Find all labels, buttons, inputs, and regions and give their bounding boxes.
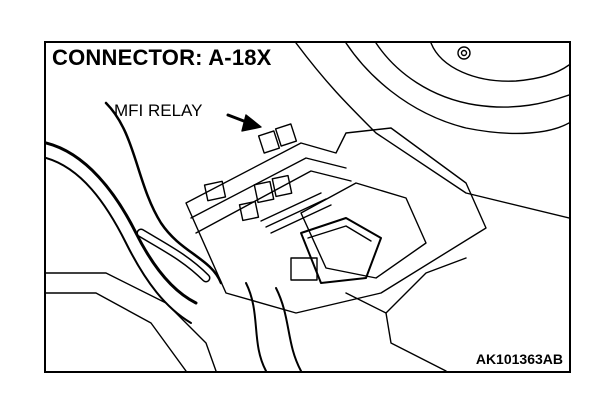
bracket-b	[385, 312, 447, 371]
wire-harness	[46, 141, 198, 305]
engine-bay-illustration	[46, 43, 569, 371]
relay-3	[271, 174, 293, 198]
diagram-frame: CONNECTOR: A-18X MFI RELAY AK101363AB	[44, 41, 571, 373]
relay-4	[238, 200, 260, 222]
callout-arrow-head	[241, 114, 262, 132]
relay-box-rail-b	[195, 170, 352, 234]
lower-cable-b	[275, 287, 302, 371]
figure-id: AK101363AB	[475, 351, 563, 367]
cowl-line	[430, 43, 569, 82]
bolt	[457, 46, 471, 60]
relay-1	[203, 180, 227, 202]
relay-mfi	[257, 130, 281, 154]
lower-panel	[46, 272, 217, 371]
lower-panel-b	[46, 292, 187, 371]
strut-tower-inner	[375, 43, 569, 108]
lower-cable	[245, 282, 267, 371]
main-relay-block-top	[307, 225, 372, 242]
corrugated-tube-inner	[138, 230, 209, 281]
mfi-relay-callout: MFI RELAY	[114, 101, 203, 120]
relay-2	[253, 180, 275, 204]
fuse-row	[260, 192, 332, 234]
wire-loop	[104, 101, 223, 285]
bracket	[345, 257, 467, 314]
connector-title: CONNECTOR: A-18X	[52, 45, 272, 70]
small-relay	[290, 257, 318, 281]
relay-mfi-b	[274, 123, 298, 147]
relay-box-outline	[185, 127, 487, 314]
relay-box-lid	[300, 182, 427, 279]
strut-tower	[345, 43, 569, 135]
relay-box-rail	[190, 157, 347, 219]
fender-panel	[295, 43, 569, 219]
wire-harness-b	[46, 157, 192, 324]
bolt-inner	[460, 49, 468, 57]
